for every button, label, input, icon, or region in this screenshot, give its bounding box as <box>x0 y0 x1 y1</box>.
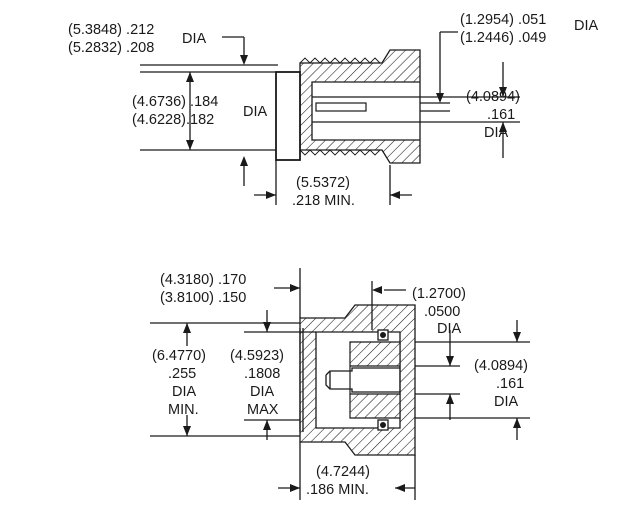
fig2-bore-dia: DIA <box>494 394 519 410</box>
fig2-inner-mm: (4.5923) <box>230 348 284 364</box>
fig1-body-max: (4.6736) .184 <box>132 94 218 110</box>
fig2-bore-mm: (4.0894) <box>474 358 528 374</box>
fig2-inner-dia: DIA <box>250 384 275 400</box>
fig1-body-dia: DIA <box>243 104 268 120</box>
fig2-outer-mm: (6.4770) <box>152 348 206 364</box>
fig1-pin-min: (1.2446) .049 <box>460 30 546 46</box>
fig2-outer-dia: DIA <box>172 384 197 400</box>
fig1-bore-in: .161 <box>487 107 515 123</box>
fig1-bore-dia: DIA <box>484 125 509 141</box>
fig2-depth-min: (3.8100) .150 <box>160 290 246 306</box>
fig1-outer-tip-min: (5.2832) .208 <box>68 40 154 56</box>
fig2-bore-in: .161 <box>496 376 524 392</box>
female-dielectric <box>349 341 401 419</box>
fig1-bore-mm: (4.0894) <box>466 89 520 105</box>
fig2-depth-max: (4.3180) .170 <box>160 272 246 288</box>
fig1-outer-tip-max: (5.3848) .212 <box>68 22 154 38</box>
fig2-inner-in: .1808 <box>244 366 280 382</box>
male-thread-top <box>299 57 381 64</box>
fig1-length-in: .218 MIN. <box>292 193 355 209</box>
female-outer-shell <box>299 304 416 456</box>
male-connector-view: (5.3848) .212 (5.2832) .208 DIA (4.6736)… <box>68 12 599 209</box>
male-threaded-shell <box>299 49 421 164</box>
fig2-length-in: .186 MIN. <box>306 482 369 498</box>
fig1-pin-max: (1.2954) .051 <box>460 12 546 28</box>
fig2-outer-in: .255 <box>168 366 196 382</box>
fig1-length-mm: (5.5372) <box>296 175 350 191</box>
fig1-pin-dia: DIA <box>574 18 599 34</box>
fig2-length-mm: (4.7244) <box>316 464 370 480</box>
fig2-pin-dia: DIA <box>437 321 462 337</box>
female-center-pin <box>325 367 400 393</box>
fig2-pin-mm: (1.2700) <box>412 286 466 302</box>
fig2-pin-in: .0500 <box>424 304 460 320</box>
male-thread-bottom <box>299 149 381 156</box>
male-front-face <box>275 71 301 161</box>
female-connector-view: (4.3180) .170 (3.8100) .150 (1.2700) .05… <box>150 268 530 500</box>
fig1-outer-tip-dia: DIA <box>182 31 207 47</box>
fig2-outer-min: MIN. <box>168 402 199 418</box>
male-center-pin <box>315 102 367 112</box>
fig1-body-min: (4.6228).182 <box>132 112 214 128</box>
fig2-inner-max: MAX <box>247 402 279 418</box>
